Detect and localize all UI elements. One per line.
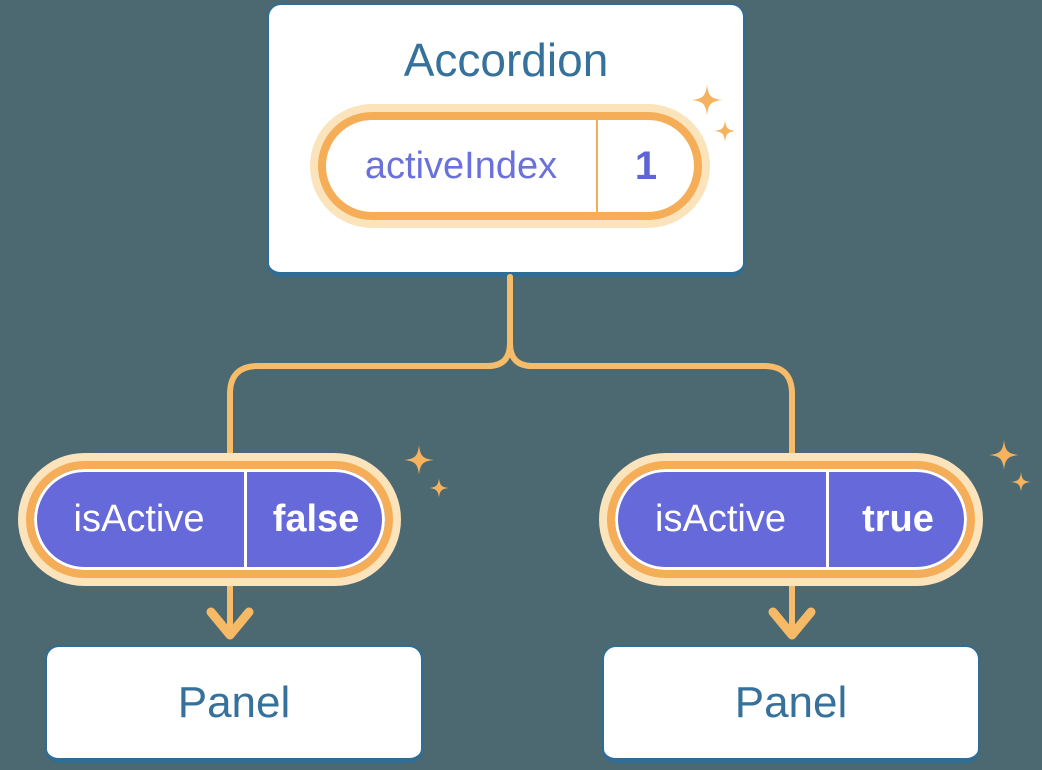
panel-right-title: Panel <box>734 677 848 727</box>
state-value-label: 1 <box>634 143 658 188</box>
prop-pill-isactive-right: isActive true <box>607 461 975 578</box>
prop-name-label: isActive <box>655 498 786 540</box>
panel-node-left: Panel <box>45 645 423 763</box>
state-name-label: activeIndex <box>364 144 558 187</box>
prop-value-label: false <box>272 498 360 540</box>
prop-value-label: true <box>862 498 934 540</box>
panel-node-right: Panel <box>602 645 980 763</box>
arrowhead-icon <box>768 607 816 640</box>
pill-divider <box>596 120 598 212</box>
pill-divider <box>826 469 829 570</box>
sparkle-icon <box>404 445 434 475</box>
state-pill-activeindex: activeIndex 1 <box>318 112 702 220</box>
sparkle-icon <box>429 478 449 498</box>
accordion-title: Accordion <box>403 34 609 86</box>
sparkle-icon <box>1011 472 1031 492</box>
prop-pill-isactive-left: isActive false <box>26 461 393 578</box>
panel-left-title: Panel <box>177 677 291 727</box>
prop-name-label: isActive <box>73 498 205 540</box>
arrowhead-icon <box>206 607 254 640</box>
sparkle-icon <box>989 440 1019 470</box>
